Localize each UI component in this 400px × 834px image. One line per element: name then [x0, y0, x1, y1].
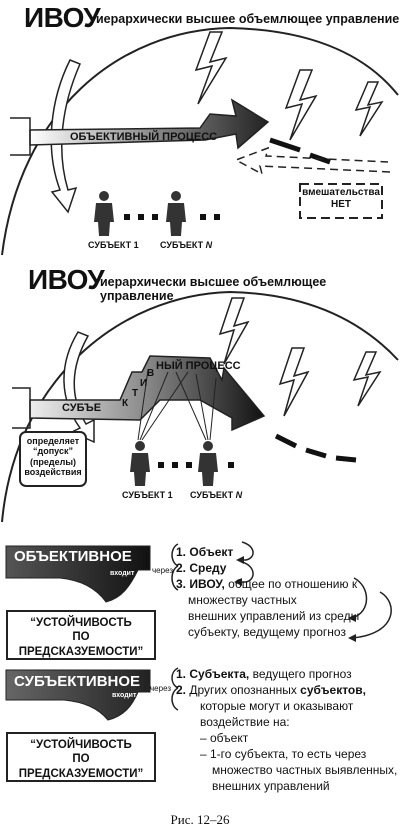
figure-caption: Рис. 12–26	[170, 812, 230, 827]
subject-1-label: СУБЪЕКТ 1	[122, 490, 173, 500]
subject-n-label: СУБЪЕКТ N	[190, 490, 243, 500]
objective-banner	[5, 545, 151, 603]
panel1-diagram	[1, 26, 399, 256]
bracket-arrow	[351, 591, 392, 639]
subjective-list: 1. Субъекта, ведущего прогноз 2. Других …	[176, 667, 398, 793]
ellipsis-dots	[158, 462, 234, 468]
subject-figure	[130, 441, 150, 486]
subject-1-label: СУБЪЕКТ 1	[88, 240, 139, 250]
dopusk-box	[19, 431, 87, 487]
panel4-graphics	[5, 667, 179, 721]
objective-banner-sub: входит	[110, 570, 135, 577]
objective-via: через	[152, 566, 174, 575]
lightning-icon	[354, 81, 384, 137]
interference-box	[299, 183, 383, 219]
objective-item-2: 2. Среду	[176, 561, 227, 575]
objective-process-arrow	[29, 98, 270, 150]
panel3-graphics	[5, 541, 392, 642]
subjective-arrow-top-label: НЫЙ ПРОЦЕСС	[156, 360, 241, 372]
bracket-arrow	[240, 541, 254, 561]
curved-arrow	[63, 331, 95, 444]
influence-lines	[137, 369, 217, 441]
lightning-icon	[352, 351, 382, 407]
subjective-banner-sub: входит	[112, 692, 137, 699]
subjective-arrow-letter-i: И	[140, 378, 148, 389]
subjective-item-2: 2. Других опознанных субъектов,	[176, 683, 366, 697]
subjective-banner	[5, 669, 151, 721]
returning-dashed-arrow	[234, 146, 391, 176]
subjective-arrow-left-label: СУБЪЕ	[62, 402, 102, 414]
ellipsis-dots	[124, 214, 220, 220]
subjective-arrow-letter-t: Т	[132, 388, 139, 399]
objective-banner-text: ОБЪЕКТИВНОЕ	[14, 548, 132, 565]
objective-item-1: 1. Объект	[176, 545, 234, 559]
subject-figure	[94, 191, 114, 236]
panel2-diagram	[1, 290, 399, 523]
panel1-title: ИВОУ	[24, 2, 101, 33]
lightning-icon	[194, 31, 228, 105]
objective-list: 1. Объект 2. Среду 3. ИВОУ, общее по отн…	[176, 545, 360, 639]
lightning-icon	[278, 347, 310, 417]
panel2-title: ИВОУ	[28, 264, 105, 295]
subject-figure	[166, 191, 186, 236]
lightning-icon	[218, 297, 250, 365]
dome-arc	[1, 26, 399, 256]
objective-process-label: ОБЪЕКТИВНЫЙ ПРОЦЕСС	[70, 131, 218, 143]
subject-n-label: СУБЪЕКТ N	[160, 240, 213, 250]
objective-item-3: 3. ИВОУ, общее по отношению к	[176, 577, 358, 591]
subjective-process-arrow	[29, 355, 266, 432]
subjective-item-1: 1. Субъекта, ведущего прогноз	[176, 667, 352, 681]
dopusk-text: определяет“допуск” (пределы)воздействия	[24, 436, 82, 478]
bracket-arrow	[351, 577, 368, 619]
subjective-arrow-letter-k: К	[122, 398, 129, 409]
bracket-arrow	[238, 561, 254, 583]
lightning-icon	[284, 69, 318, 141]
subject-figure	[198, 441, 218, 486]
panel2-subtitle: иерархически высшее объемлющее управлени…	[100, 275, 327, 303]
subjective-via: через	[150, 684, 172, 693]
panel1-subtitle: иерархически высшее объемлющее управлени…	[96, 12, 400, 26]
subjective-banner-text: СУБЪЕКТИВНОЕ	[14, 673, 141, 690]
subjective-arrow-letter-v: В	[147, 368, 155, 379]
curved-arrow	[50, 59, 81, 214]
